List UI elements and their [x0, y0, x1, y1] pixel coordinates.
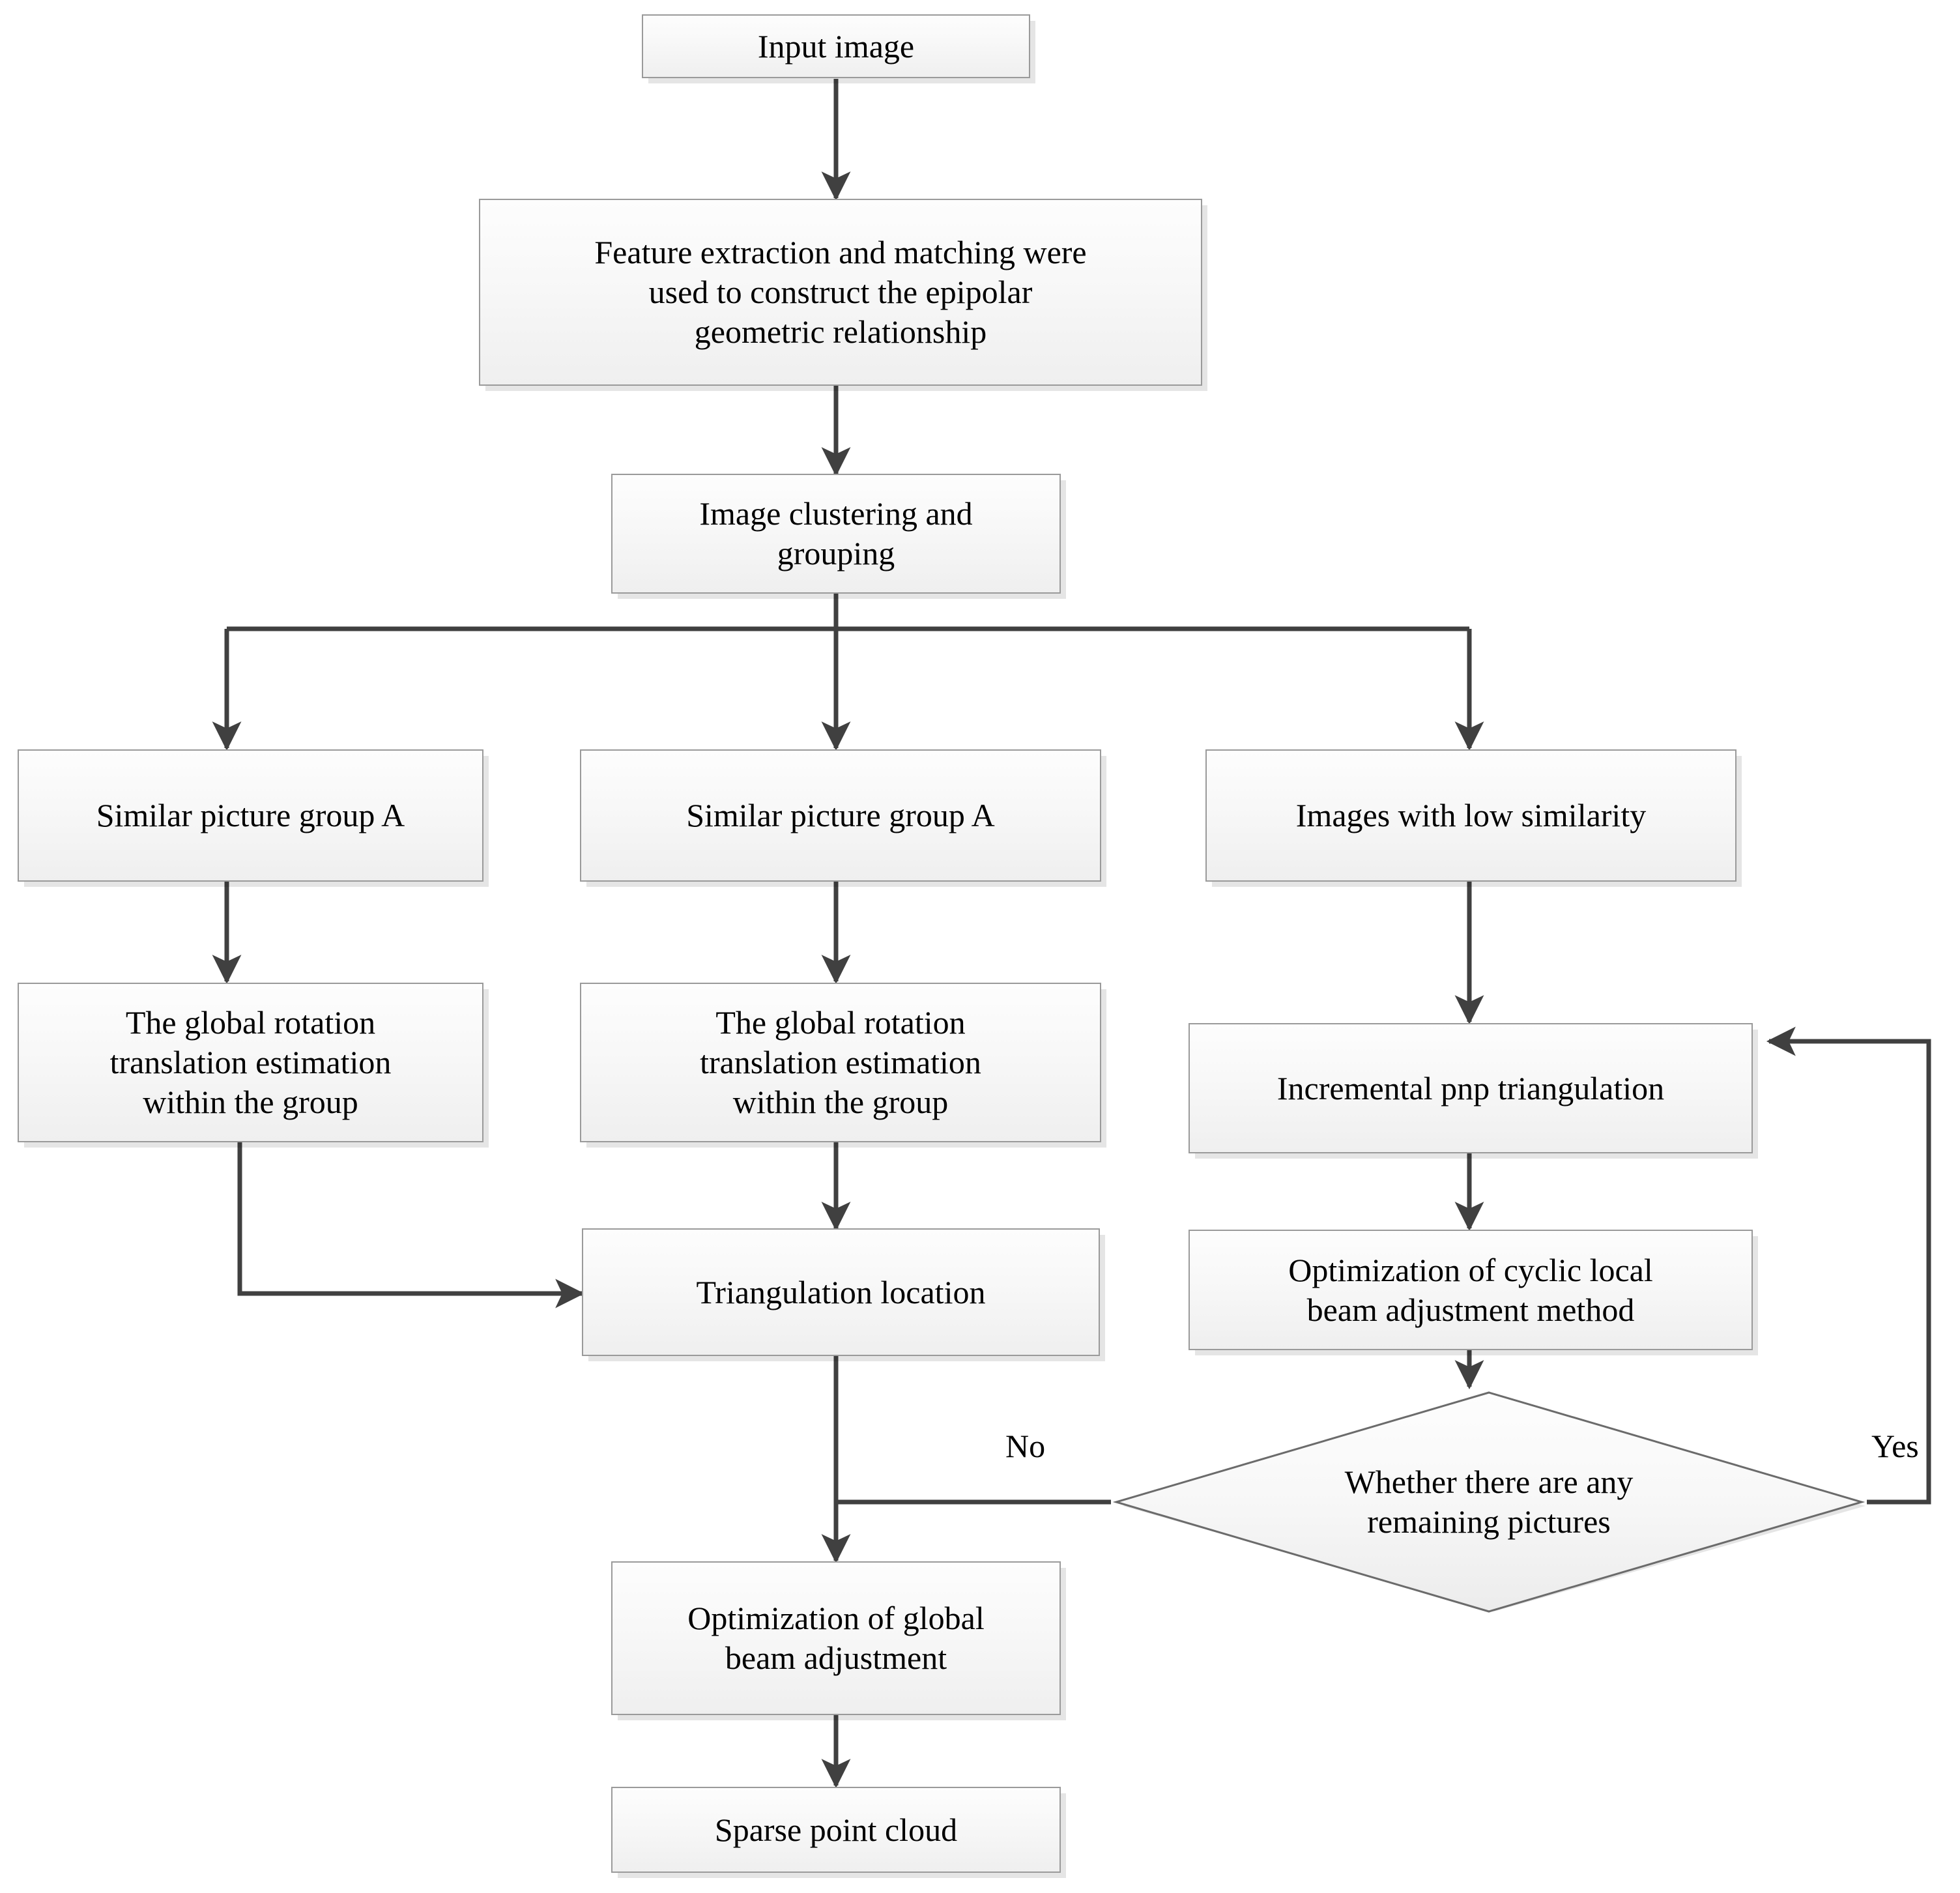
node-similar-picture-group-a-middle[interactable]: Similar picture group A	[580, 749, 1101, 882]
diamond-shape	[1112, 1391, 1866, 1613]
node-global-rotation-translation-left-label: The global rotation translation estimati…	[109, 1004, 392, 1120]
node-remaining-pictures-decision[interactable]: Whether there are any remaining pictures	[1111, 1390, 1867, 1614]
node-image-clustering-label: Image clustering and grouping	[699, 495, 973, 571]
node-triangulation-location[interactable]: Triangulation location	[582, 1228, 1100, 1356]
node-incremental-pnp-triangulation-label: Incremental pnp triangulation	[1276, 1069, 1665, 1106]
node-images-low-similarity[interactable]: Images with low similarity	[1205, 749, 1737, 882]
node-global-rotation-translation-left[interactable]: The global rotation translation estimati…	[18, 983, 483, 1142]
node-sparse-point-cloud[interactable]: Sparse point cloud	[611, 1787, 1061, 1873]
edge-label-yes: Yes	[1871, 1428, 1919, 1464]
node-triangulation-location-label: Triangulation location	[696, 1273, 986, 1310]
node-similar-picture-group-a-middle-label: Similar picture group A	[686, 797, 995, 833]
node-feature-extraction[interactable]: Feature extraction and matching were use…	[479, 199, 1202, 386]
edge-label-no: No	[1005, 1428, 1046, 1464]
node-sparse-point-cloud-label: Sparse point cloud	[714, 1811, 958, 1848]
node-images-low-similarity-label: Images with low similarity	[1295, 797, 1647, 833]
node-similar-picture-group-a-left-label: Similar picture group A	[96, 797, 405, 833]
node-feature-extraction-label: Feature extraction and matching were use…	[594, 234, 1087, 350]
node-cyclic-local-beam-adjustment-label: Optimization of cyclic local beam adjust…	[1288, 1251, 1653, 1328]
node-input-image-label: Input image	[757, 27, 915, 65]
node-image-clustering[interactable]: Image clustering and grouping	[611, 474, 1061, 594]
node-global-beam-adjustment-label: Optimization of global beam adjustment	[687, 1600, 985, 1676]
node-global-beam-adjustment[interactable]: Optimization of global beam adjustment	[611, 1561, 1061, 1715]
node-global-rotation-translation-middle[interactable]: The global rotation translation estimati…	[580, 983, 1101, 1142]
edge-decision-yes	[1766, 1026, 1931, 1505]
node-input-image[interactable]: Input image	[642, 14, 1030, 78]
node-global-rotation-translation-middle-label: The global rotation translation estimati…	[700, 1004, 981, 1120]
node-cyclic-local-beam-adjustment[interactable]: Optimization of cyclic local beam adjust…	[1189, 1230, 1753, 1350]
edge-rtleft-to-triangulation	[237, 1142, 585, 1308]
node-incremental-pnp-triangulation[interactable]: Incremental pnp triangulation	[1189, 1023, 1753, 1153]
node-similar-picture-group-a-left[interactable]: Similar picture group A	[18, 749, 483, 882]
